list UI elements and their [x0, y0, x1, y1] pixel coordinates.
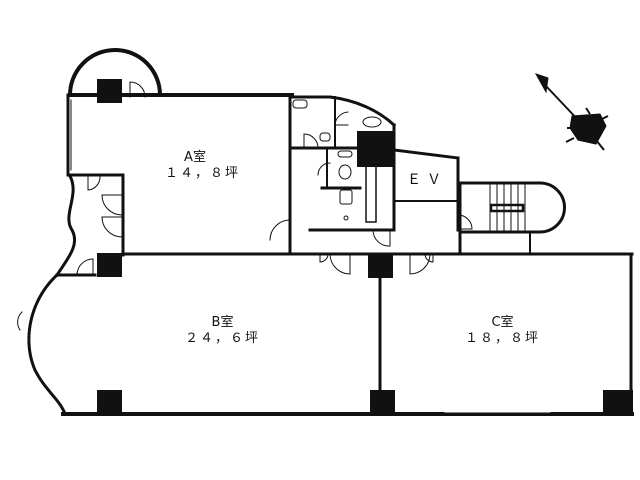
- room-c-walls: [378, 252, 634, 416]
- room-b-name: B室: [211, 315, 234, 330]
- room-b-area: ２４，６坪: [185, 331, 261, 346]
- room-c-name: C室: [491, 315, 514, 330]
- north-arrow-icon: [534, 73, 609, 151]
- elevator-label: ＥＶ: [407, 172, 447, 188]
- doors: [17, 81, 473, 331]
- room-a-label: A室 １４，８坪: [165, 150, 241, 182]
- vestibule-walls: [54, 173, 125, 278]
- pillars: [97, 79, 633, 415]
- room-c-area: １８，８坪: [465, 331, 541, 346]
- room-a-area: １４，８坪: [165, 166, 241, 181]
- room-a-walls: [66, 48, 294, 256]
- fixtures: [292, 99, 382, 221]
- room-c-label: C室 １８，８坪: [465, 315, 540, 347]
- room-a-name: A室: [184, 150, 206, 165]
- room-b-label: B室 ２４，６坪: [185, 315, 260, 347]
